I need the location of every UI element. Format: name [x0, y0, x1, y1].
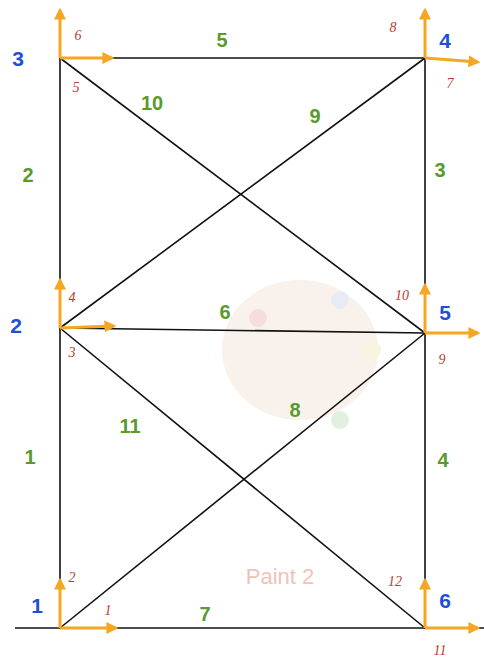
- dof-number: 2: [69, 571, 76, 585]
- ground-line: [15, 627, 484, 629]
- dof-number: 10: [395, 289, 409, 303]
- dof-arrow: [425, 627, 478, 630]
- member: [60, 328, 425, 333]
- dof-arrows: [60, 10, 478, 628]
- dof-arrow: [425, 332, 478, 335]
- member-number: 8: [289, 400, 300, 420]
- joint-number: 3: [12, 48, 24, 69]
- dof-number: 12: [388, 575, 402, 589]
- dof-number: 4: [69, 291, 76, 305]
- member: [59, 328, 61, 628]
- truss-members: [15, 58, 484, 628]
- dof-number: 3: [69, 346, 76, 360]
- dof-arrow: [59, 580, 62, 628]
- dof-number: 9: [439, 353, 446, 367]
- member-number: 3: [434, 160, 445, 180]
- watermark: Paint 2: [246, 566, 315, 588]
- dof-arrow: [59, 10, 62, 58]
- member: [424, 333, 426, 628]
- joint-number: 5: [439, 302, 451, 323]
- member: [60, 57, 425, 59]
- dof-number: 7: [447, 77, 454, 91]
- member: [60, 58, 425, 333]
- dof-arrow: [60, 627, 116, 630]
- joint-number: 2: [10, 315, 22, 336]
- dof-arrow: [60, 57, 112, 60]
- dof-number: 1: [105, 604, 112, 618]
- dof-arrow: [59, 280, 62, 328]
- member-number: 9: [309, 106, 320, 126]
- member-number: 2: [22, 165, 33, 185]
- member: [424, 58, 426, 333]
- dof-number: 8: [390, 21, 397, 35]
- member-number: 10: [141, 93, 163, 113]
- member-number: 4: [437, 450, 448, 470]
- member-number: 6: [219, 302, 230, 322]
- dof-arrow: [424, 580, 427, 628]
- dof-number: 6: [75, 29, 82, 43]
- member: [60, 328, 425, 628]
- joint-number: 6: [439, 590, 451, 611]
- dof-arrow: [60, 326, 114, 328]
- member-number: 5: [216, 30, 227, 50]
- joint-number: 1: [31, 595, 43, 616]
- member-number: 1: [24, 447, 35, 467]
- watermark-palette: [222, 280, 381, 429]
- dof-number: 11: [434, 644, 447, 658]
- joint-number: 4: [439, 30, 451, 51]
- dof-number: 5: [73, 81, 80, 95]
- member-number: 11: [119, 416, 140, 436]
- dof-arrow: [424, 10, 427, 58]
- dof-arrow: [424, 285, 427, 333]
- member-number: 7: [199, 604, 210, 624]
- member: [60, 58, 425, 328]
- dof-arrow: [425, 58, 478, 62]
- member: [59, 58, 61, 328]
